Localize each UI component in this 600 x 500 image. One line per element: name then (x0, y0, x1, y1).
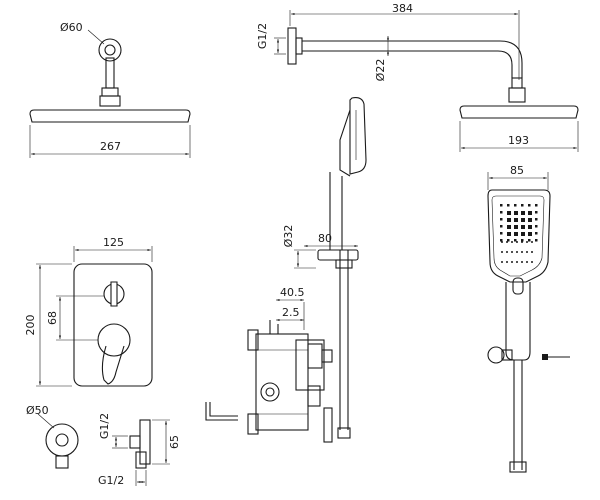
nozzle-dot (521, 204, 524, 207)
nozzle-dot (516, 251, 518, 253)
nozzle-dot (521, 211, 525, 215)
dim-40-5: 40.5 (280, 286, 305, 299)
nozzle-dot (507, 232, 511, 236)
dim-diam-32: Ø32 (282, 225, 295, 248)
concealed-mixer-box: 40.5 2.5 (205, 286, 333, 443)
nozzle-dot (511, 241, 513, 243)
nozzle-dot (514, 211, 518, 215)
nozzle-dot (507, 225, 511, 229)
dim-384: 384 (392, 2, 413, 15)
nozzle-dot (514, 232, 518, 236)
nozzle-dot (521, 251, 523, 253)
nozzle-dot (507, 204, 510, 207)
nozzle-dot (511, 261, 513, 263)
nozzle-dot (526, 261, 528, 263)
dim-diam-50: Ø50 (26, 404, 49, 417)
dim-68: 68 (46, 311, 59, 325)
nozzle-dot (528, 239, 531, 242)
nozzle-dot (521, 261, 523, 263)
nozzle-dot (507, 239, 510, 242)
handshower-front-view: 85 (487, 164, 570, 473)
nozzle-dot (531, 241, 533, 243)
nozzle-dot (535, 232, 538, 235)
nozzle-dot (501, 261, 503, 263)
nozzle-dot (516, 261, 518, 263)
nozzle-dot (506, 241, 508, 243)
nozzle-dot (521, 225, 525, 229)
nozzle-dot (500, 232, 503, 235)
nozzle-dot (514, 225, 518, 229)
nozzle-dot (531, 251, 533, 253)
dim-65: 65 (168, 435, 181, 449)
nozzle-dot (514, 239, 517, 242)
nozzle-dot (528, 232, 532, 236)
nozzle-dot (535, 218, 538, 221)
nozzle-dot (526, 241, 528, 243)
dim-g12-arm: G1/2 (256, 23, 269, 49)
nozzle-dot (500, 225, 503, 228)
nozzle-dot (528, 225, 532, 229)
nozzle-dot (514, 204, 517, 207)
nozzle-dot (521, 239, 524, 242)
nozzle-dot (528, 204, 531, 207)
nozzle-dot (501, 251, 503, 253)
dim-diam-60: Ø60 (60, 21, 83, 34)
nozzle-dot (507, 211, 511, 215)
dim-193: 193 (508, 134, 529, 147)
nozzle-dot (531, 261, 533, 263)
dim-80: 80 (318, 232, 332, 245)
nozzle-dot (535, 204, 538, 207)
dim-85: 85 (510, 164, 524, 177)
nozzle-dot (528, 218, 532, 222)
nozzle-dot (535, 225, 538, 228)
ceiling-shower-head: Ø60 267 (29, 21, 191, 158)
nozzle-dot (521, 232, 525, 236)
dim-g12-elbow-v: G1/2 (98, 413, 111, 439)
nozzle-dot (516, 241, 518, 243)
nozzle-dot (500, 239, 503, 242)
nozzle-dot (511, 251, 513, 253)
wall-arm-shower-head: G1/2 384 Ø22 193 (256, 2, 579, 152)
slide-rail-handshower: Ø32 80 (282, 97, 367, 439)
nozzle-dot (535, 239, 538, 242)
nozzle-dot (500, 204, 503, 207)
nozzle-dot (506, 251, 508, 253)
nozzle-dot (500, 218, 503, 221)
nozzle-dot (526, 251, 528, 253)
dim-125: 125 (103, 236, 124, 249)
nozzle-dot (521, 241, 523, 243)
nozzle-dot (535, 211, 538, 214)
mixer-cover-plate: 125 200 68 (24, 236, 153, 387)
nozzle-dot (506, 261, 508, 263)
wall-elbow-outlet: Ø50 G1/2 65 G1/2 (26, 404, 181, 487)
dim-2-5: 2.5 (282, 306, 300, 319)
nozzle-dot (500, 211, 503, 214)
nozzle-dot (514, 218, 518, 222)
nozzle-pattern (500, 204, 538, 263)
dim-diam-22: Ø22 (374, 59, 387, 82)
nozzle-dot (501, 241, 503, 243)
nozzle-dot (528, 211, 532, 215)
dim-267: 267 (100, 140, 121, 153)
dim-g12-elbow-h: G1/2 (98, 474, 124, 487)
nozzle-dot (507, 218, 511, 222)
dim-200: 200 (24, 315, 37, 336)
nozzle-dot (521, 218, 525, 222)
